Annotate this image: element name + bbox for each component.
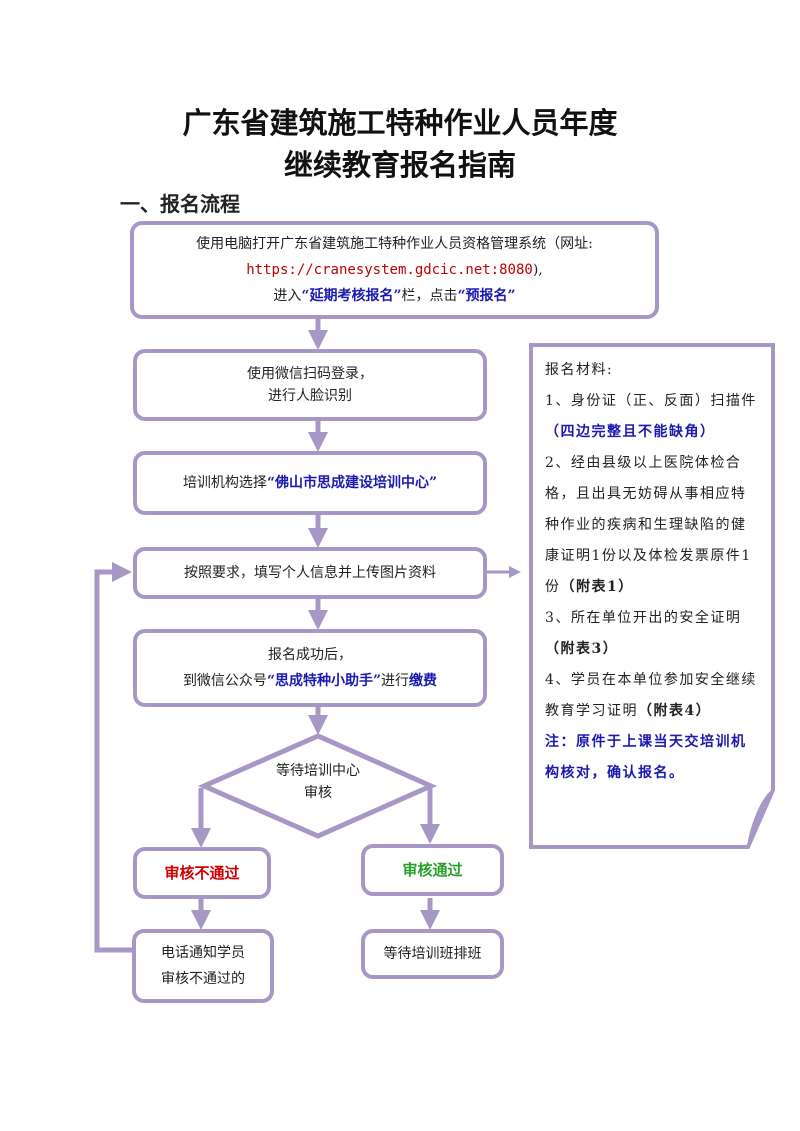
step-notify-student: 电话通知学员 审核不通过的: [132, 929, 274, 1003]
step1-paren: ),: [532, 262, 543, 278]
materials-panel: 报名材料: 1、身份证（正、反面）扫描件 （四边完整且不能缺角） 2、经由县级以…: [531, 345, 773, 847]
decision-line2: 审核: [304, 785, 332, 801]
step1-text: 使用电脑打开广东省建筑施工特种作业人员资格管理系统（网址:: [196, 236, 593, 252]
materials-frame: [529, 343, 775, 849]
notify-line2: 审核不通过的: [161, 971, 245, 987]
step1-enter: 进入: [273, 288, 302, 304]
system-url-link[interactable]: https://cranesystem.gdcic.net:8080: [246, 262, 533, 278]
decision-line1: 等待培训中心: [276, 763, 360, 779]
material-item-3: 3、所在单位开出的安全证明: [545, 610, 742, 626]
step-wechat-login: 使用微信扫码登录， 进行人脸识别: [133, 349, 487, 421]
materials-note: 注：原件于上课当天交培训机构核对，确认报名。: [545, 734, 747, 781]
material-item-4-ref: （附表4）: [638, 703, 712, 719]
step-fill-info: 按照要求，填写个人信息并上传图片资料: [133, 547, 487, 599]
material-item-2: 2、经由县级以上医院体检合格，且出具无妨碍从事相应特种作业的疾病和生理缺陷的健康…: [545, 455, 752, 595]
step-select-institution: 培训机构选择“佛山市思成建设培训中心”: [133, 451, 487, 515]
material-item-1-note: （四边完整且不能缺角）: [545, 424, 716, 440]
result-fail: 审核不通过: [133, 847, 271, 899]
page-curl-icon: [747, 789, 774, 848]
material-item-4: 4、学员在本单位参加安全继续教育学习证明: [545, 672, 757, 719]
material-item-3-ref: （附表3）: [545, 641, 619, 657]
institution-name: “佛山市思成建设培训中心”: [266, 475, 438, 491]
step2-line1: 使用微信扫码登录，: [247, 366, 373, 382]
materials-heading: 报名材料:: [545, 362, 614, 378]
decision-diamond: [197, 733, 438, 839]
step5-text: 到微信公众号: [182, 673, 267, 689]
step-payment: 报名成功后， 到微信公众号“思成特种小助手”进行缴费: [133, 629, 487, 707]
wechat-account-name: “思成特种小助手”: [266, 673, 382, 689]
step1-click: 栏，点击: [401, 288, 458, 304]
step-wait-schedule: 等待培训班排班: [361, 929, 504, 979]
button-pre-register: “预报名”: [457, 288, 516, 304]
step4-text: 按照要求，填写个人信息并上传图片资料: [184, 565, 436, 581]
step3-text: 培训机构选择: [182, 475, 267, 491]
notify-line1: 电话通知学员: [161, 945, 245, 961]
step-open-system: 使用电脑打开广东省建筑施工特种作业人员资格管理系统（网址: https://cr…: [130, 221, 659, 319]
material-item-1: 1、身份证（正、反面）扫描件: [545, 393, 757, 409]
decision-text: 等待培训中心 审核: [218, 760, 418, 804]
title-line-2: 继续教育报名指南: [283, 148, 516, 182]
step5-line1: 报名成功后，: [268, 647, 352, 663]
step5-text2: 进行: [381, 673, 410, 689]
step2-line2: 进行人脸识别: [268, 388, 352, 404]
result-pass: 审核通过: [361, 844, 504, 896]
menu-extension-exam: “延期考核报名”: [301, 288, 402, 304]
section-heading: 一、报名流程: [120, 192, 240, 216]
feedback-arrow: [94, 562, 133, 953]
title-line-1: 广东省建筑施工特种作业人员年度: [182, 106, 618, 140]
material-item-2-ref: （附表1）: [560, 579, 634, 595]
payment-label: 缴费: [409, 673, 438, 689]
